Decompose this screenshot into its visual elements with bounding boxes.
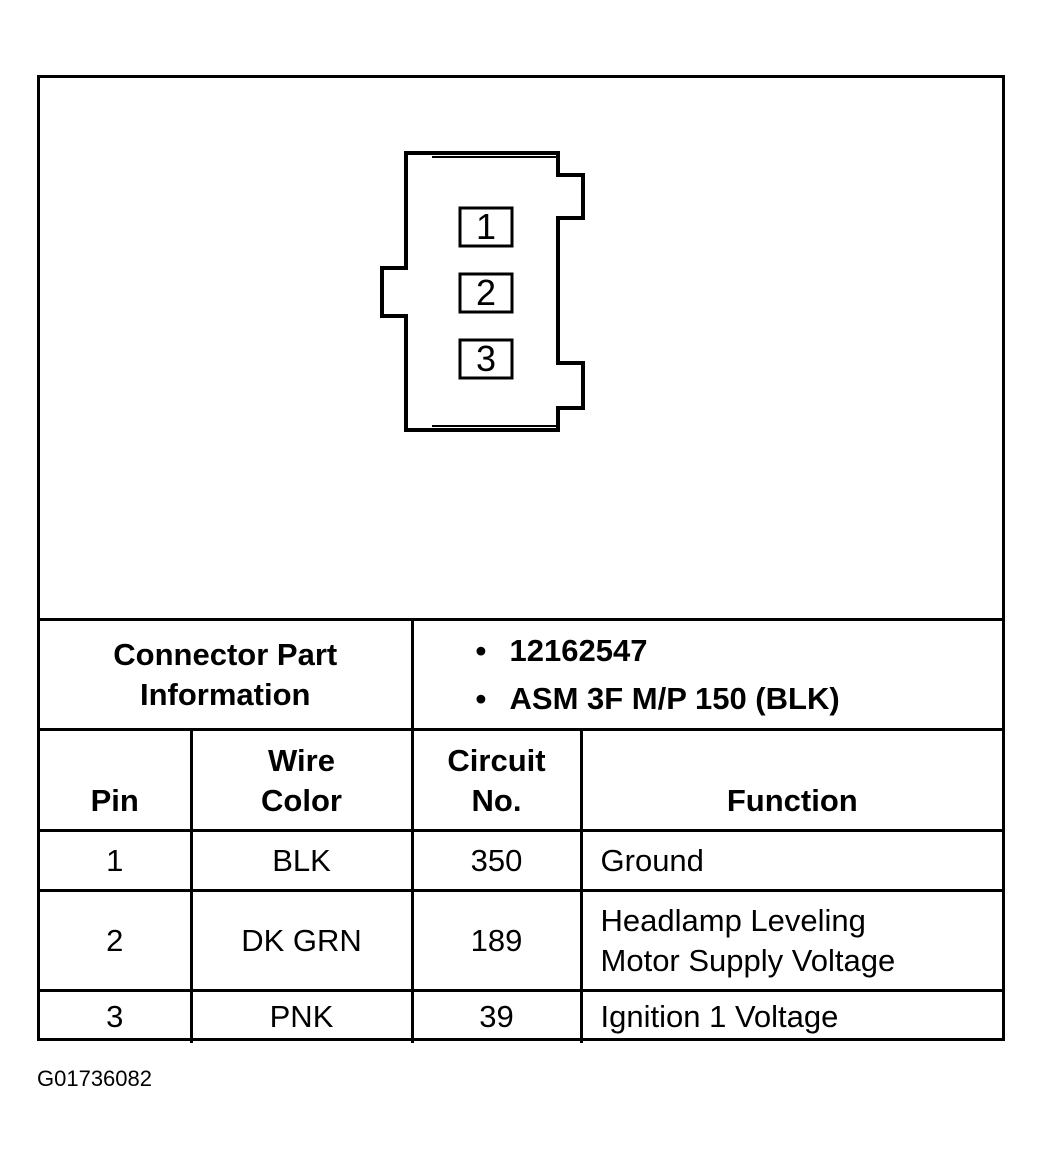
part-info-item: •ASM 3F M/P 150 (BLK) [475, 680, 840, 716]
part-info-label: Connector Part Information [40, 618, 414, 731]
header-wire-color: Wire Color [189, 728, 414, 832]
connector-info-table: Connector Part Information •12162547 •AS… [40, 618, 1003, 1043]
part-info-item: •12162547 [475, 632, 648, 668]
header-function: Function [579, 728, 1003, 832]
pin-number-2: 2 [475, 272, 497, 313]
header-circuit-no: Circuit No. [410, 728, 583, 832]
table-row: 3 PNK 39 Ignition 1 Voltage [40, 989, 1003, 1043]
part-info-list: •12162547 •ASM 3F M/P 150 (BLK) [410, 618, 1003, 731]
pin-box-1 [458, 206, 514, 248]
table-row: 2 DK GRN 189 Headlamp Leveling Motor Sup… [40, 889, 1003, 992]
pin-box-3 [458, 338, 514, 380]
part-info-row: Connector Part Information •12162547 •AS… [40, 618, 1003, 731]
connector-frame: 1 2 3 Connector Part Information •121625… [37, 75, 1005, 1043]
pin-number-3: 3 [475, 338, 497, 379]
pin-box-2 [458, 272, 514, 314]
connector-outline [380, 151, 585, 432]
table-row: 1 BLK 350 Ground [40, 829, 1003, 892]
figure-id: G01736082 [37, 1066, 152, 1091]
header-pin: Pin [40, 728, 193, 832]
pin-number-1: 1 [475, 206, 497, 247]
connector-diagram: 1 2 3 [40, 78, 1002, 618]
header-row: Pin Wire Color Circuit No. Function [40, 728, 1003, 832]
